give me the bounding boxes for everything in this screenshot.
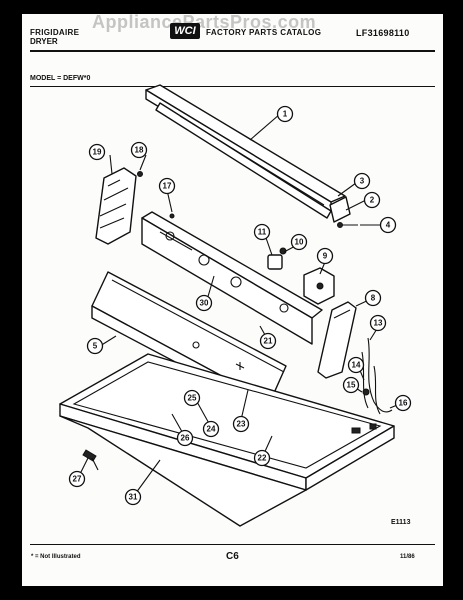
svg-text:5: 5 <box>93 342 98 351</box>
svg-text:30: 30 <box>200 299 209 308</box>
dryer-top-panel <box>59 353 395 527</box>
footer-rule <box>30 544 435 545</box>
top-trim-part <box>145 84 346 219</box>
header-rule <box>30 50 435 52</box>
callout-4: 4 <box>379 216 397 234</box>
svg-text:22: 22 <box>258 454 267 463</box>
callout-26: 26 <box>176 429 194 447</box>
model-rule <box>30 86 435 87</box>
product-type: DRYER <box>30 37 58 46</box>
svg-text:23: 23 <box>237 420 246 429</box>
svg-text:16: 16 <box>399 399 408 408</box>
page-number: C6 <box>226 551 239 562</box>
svg-text:17: 17 <box>163 182 172 191</box>
svg-text:14: 14 <box>352 361 361 370</box>
timer-switch-parts <box>267 247 335 305</box>
callout-5: 5 <box>86 337 104 355</box>
callout-13: 13 <box>369 314 387 332</box>
wire-harness-part <box>361 337 393 415</box>
callout-14: 14 <box>347 356 365 374</box>
screw-part <box>82 449 99 471</box>
svg-text:19: 19 <box>93 148 102 157</box>
callout-27: 27 <box>68 470 86 488</box>
callout-17: 17 <box>158 177 176 195</box>
svg-text:24: 24 <box>207 425 216 434</box>
brand-name: FRIGIDAIRE <box>30 28 80 37</box>
manufacturer-logo: WCI <box>170 23 200 39</box>
svg-text:2: 2 <box>370 196 375 205</box>
svg-text:15: 15 <box>347 381 356 390</box>
callout-11: 11 <box>253 223 271 241</box>
callout-31: 31 <box>124 488 142 506</box>
svg-text:8: 8 <box>371 294 376 303</box>
svg-text:27: 27 <box>73 475 82 484</box>
callout-9: 9 <box>316 247 334 265</box>
document-number: LF31698110 <box>356 28 410 38</box>
not-illustrated-note: * = Not Illustrated <box>31 554 81 560</box>
svg-text:3: 3 <box>360 177 365 186</box>
left-end-cap-part <box>95 167 143 245</box>
svg-text:31: 31 <box>129 493 138 502</box>
callout-8: 8 <box>364 289 382 307</box>
svg-text:11: 11 <box>258 228 267 237</box>
callout-18: 18 <box>130 141 148 159</box>
callout-2: 2 <box>363 191 381 209</box>
callout-3: 3 <box>353 172 371 190</box>
svg-text:13: 13 <box>374 319 383 328</box>
svg-text:21: 21 <box>264 337 273 346</box>
callout-30: 30 <box>195 294 213 312</box>
revision-date: 11/86 <box>400 554 415 560</box>
model-line: MODEL = DEFW*0 <box>30 75 91 82</box>
svg-text:10: 10 <box>295 238 304 247</box>
callout-25: 25 <box>183 389 201 407</box>
callout-22: 22 <box>253 449 271 467</box>
callout-15: 15 <box>342 376 360 394</box>
svg-text:1: 1 <box>283 110 288 119</box>
svg-text:18: 18 <box>135 146 144 155</box>
callout-1: 1 <box>276 105 294 123</box>
svg-text:9: 9 <box>323 252 328 261</box>
callout-19: 19 <box>88 143 106 161</box>
svg-text:25: 25 <box>188 394 197 403</box>
svg-text:26: 26 <box>181 434 190 443</box>
catalog-title: FACTORY PARTS CATALOG <box>206 28 322 37</box>
callout-21: 21 <box>259 332 277 350</box>
callout-10: 10 <box>290 233 308 251</box>
callout-16: 16 <box>394 394 412 412</box>
control-panel-part <box>141 211 323 345</box>
right-end-cap-part <box>317 301 357 379</box>
end-bracket-part <box>329 196 358 228</box>
drawing-code: E1113 <box>391 519 411 526</box>
svg-text:4: 4 <box>386 221 391 230</box>
callout-24: 24 <box>202 420 220 438</box>
callout-23: 23 <box>232 415 250 433</box>
watermark: AppliancePartsPros.com <box>92 12 317 32</box>
